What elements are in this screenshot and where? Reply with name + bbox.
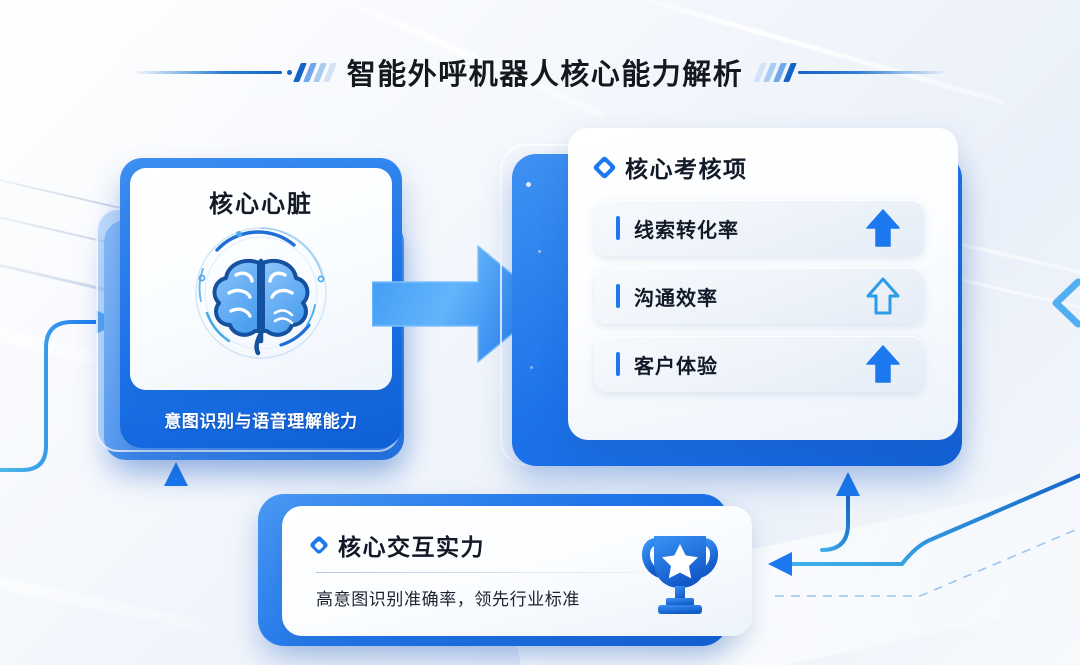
bottom-card[interactable]: 核心交互实力 高意图识别准确率，领先行业标准 — [258, 494, 758, 654]
arrow-up-outline-icon — [866, 276, 900, 316]
right-card-heading: 核心考核项 — [625, 156, 748, 182]
diamond-bullet-icon — [592, 154, 617, 180]
metric-label: 沟通效率 — [634, 287, 718, 310]
metric-row[interactable]: 沟通效率 — [594, 268, 924, 324]
deco-dot-icon — [286, 69, 292, 75]
arrow-up-solid-icon — [866, 344, 900, 384]
divider — [316, 572, 646, 573]
bottom-card-subtitle: 高意图识别准确率，领先行业标准 — [316, 590, 580, 609]
sparkle-dot-icon — [530, 366, 533, 369]
connector-dashed-guide — [775, 527, 1080, 597]
left-card-inner-panel: 核心心脏 — [130, 168, 392, 390]
left-card-title: 核心心脏 — [209, 191, 313, 218]
metric-label: 线索转化率 — [634, 219, 739, 242]
metric-row[interactable]: 线索转化率 — [594, 200, 924, 256]
page-title: 智能外呼机器人核心能力解析 — [346, 59, 744, 91]
deco-bars-left — [292, 62, 337, 82]
metric-row[interactable]: 客户体验 — [594, 336, 924, 392]
left-card[interactable]: 核心心脏 — [96, 148, 416, 468]
metric-accent-bar — [616, 216, 620, 240]
diamond-bullet-icon — [309, 535, 329, 555]
bottom-card-panel: 核心交互实力 高意图识别准确率，领先行业标准 — [282, 506, 752, 636]
deco-line-left-icon — [131, 70, 282, 74]
sparkle-dot-icon — [538, 250, 541, 253]
brain-icon — [181, 217, 341, 367]
right-card-panel: 核心考核项 线索转化率 沟通效率 — [568, 128, 958, 440]
bottom-card-heading: 核心交互实力 — [338, 534, 485, 560]
arrow-up-solid-icon — [866, 208, 900, 248]
right-card[interactable]: 核心考核项 线索转化率 沟通效率 — [500, 128, 970, 468]
deco-line-right-icon — [798, 70, 949, 74]
connector-bottom-to-left — [164, 462, 188, 562]
bg-panel-3 — [0, 560, 215, 635]
bottom-card-header: 核心交互实力 — [309, 528, 752, 562]
sparkle-dot-icon — [526, 182, 531, 187]
title-deco-left — [131, 62, 337, 82]
chevron-left-decoration — [1052, 278, 1080, 328]
metric-accent-bar — [616, 284, 620, 308]
metric-label: 客户体验 — [634, 355, 718, 378]
metric-accent-bar — [616, 352, 620, 376]
right-card-header: 核心考核项 — [592, 150, 958, 184]
trophy-icon — [640, 528, 720, 616]
title-deco-right — [753, 62, 949, 82]
page-title-row: 智能外呼机器人核心能力解析 — [0, 48, 1080, 96]
metric-list: 线索转化率 沟通效率 — [594, 200, 958, 392]
deco-bars-right — [753, 62, 798, 82]
connector-bottom-to-right — [820, 472, 860, 552]
left-card-footer-label: 意图识别与语音理解能力 — [164, 411, 358, 431]
connector-right-inbound — [768, 473, 1080, 576]
left-card-footer: 意图识别与语音理解能力 — [130, 398, 392, 440]
